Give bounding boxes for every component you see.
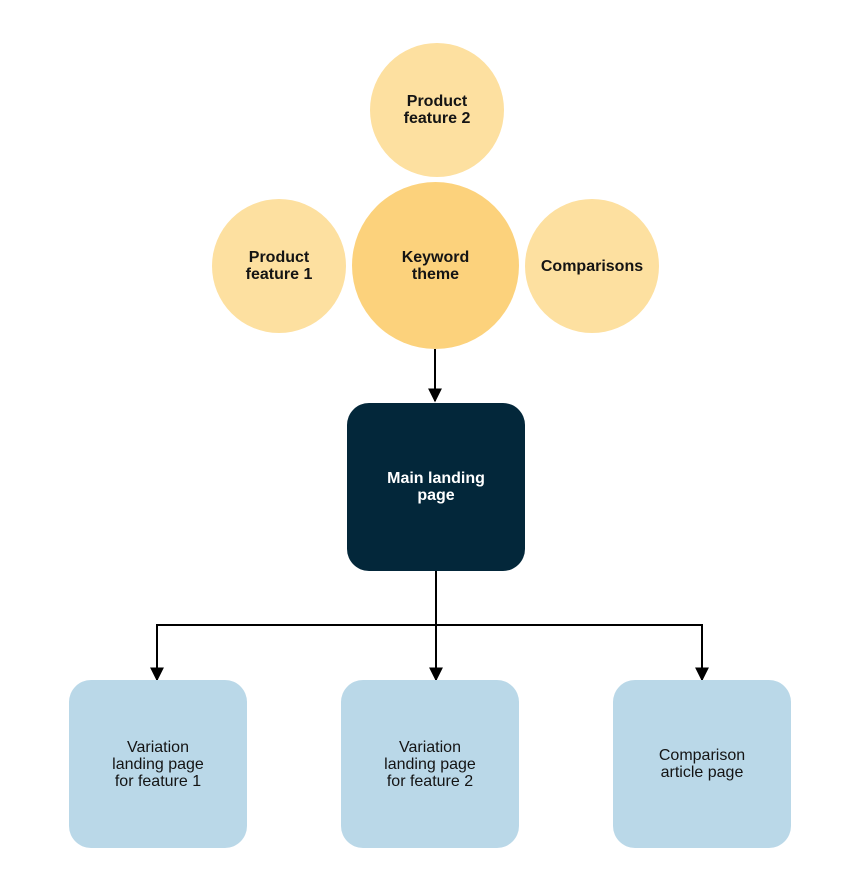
box-main-landing-page: Main landing page <box>347 403 525 571</box>
circle-product-feature-2-label: Product feature 2 <box>403 93 471 127</box>
circle-keyword-theme: Keyword theme <box>352 182 519 349</box>
box-comparison-article-page-label: Comparison article page <box>658 747 746 781</box>
box-main-landing-page-label: Main landing page <box>387 470 485 504</box>
circle-product-feature-1-label: Product feature 1 <box>245 249 313 283</box>
box-variation-feature-2-label: Variation landing page for feature 2 <box>384 738 476 790</box>
circle-comparisons-label: Comparisons <box>540 257 644 275</box>
box-comparison-article-page: Comparison article page <box>613 680 791 848</box>
circle-product-feature-1: Product feature 1 <box>212 199 346 333</box>
circle-comparisons: Comparisons <box>525 199 659 333</box>
box-variation-feature-1-label: Variation landing page for feature 1 <box>112 738 204 790</box>
box-variation-feature-1: Variation landing page for feature 1 <box>69 680 247 848</box>
circle-product-feature-2: Product feature 2 <box>370 43 504 177</box>
circle-keyword-theme-label: Keyword theme <box>401 248 470 283</box>
box-variation-feature-2: Variation landing page for feature 2 <box>341 680 519 848</box>
